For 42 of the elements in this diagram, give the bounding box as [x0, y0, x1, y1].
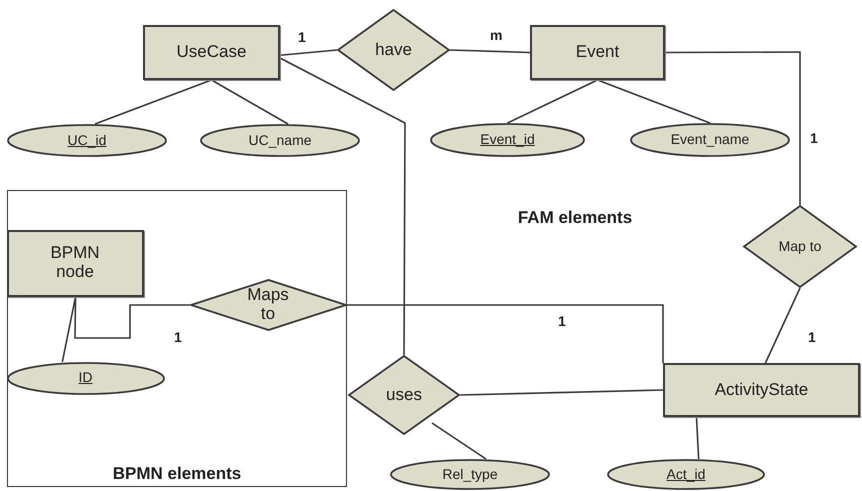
entity-box: [143, 25, 280, 80]
relationship-name: have: [375, 40, 412, 60]
relationship-name: uses: [386, 386, 422, 404]
connector-line: [764, 288, 801, 364]
entity-name: ActivityState: [714, 380, 808, 400]
entity-name: Event: [576, 43, 620, 62]
connector-line: [62, 296, 76, 362]
group-frame: [7, 190, 347, 487]
entity-box: [530, 25, 665, 80]
cardinality-label: 1: [172, 330, 184, 344]
entity-box: [6, 230, 144, 296]
connector-line: [665, 51, 801, 205]
connector-line: [432, 422, 486, 460]
connector-line: [74, 296, 190, 339]
region-label: FAM elements: [516, 208, 634, 228]
relationship-name: Maps to: [246, 286, 290, 324]
connector-line: [94, 79, 212, 125]
connector-line: [280, 49, 338, 56]
entity-name: UseCase: [176, 43, 246, 62]
connector-line: [280, 57, 406, 355]
attribute-name: ID: [78, 370, 92, 386]
connector-line: [597, 79, 710, 124]
group-title: BPMN elements: [112, 465, 242, 484]
connector-line: [460, 389, 664, 396]
entity-name: BPMN node: [49, 244, 101, 282]
connector-line: [347, 304, 664, 363]
cardinality-label: 1: [806, 330, 818, 344]
attribute-name: Event_id: [480, 132, 535, 148]
attribute-name: UC_id: [68, 132, 106, 148]
attribute-name: Rel_type: [442, 466, 498, 482]
cardinality-label: 1: [808, 131, 820, 145]
attribute-name: Act_id: [666, 466, 706, 482]
attribute-name: Event_name: [670, 132, 750, 148]
attribute-name: UC_name: [248, 132, 312, 148]
connector-line: [696, 416, 700, 460]
connector-line: [450, 49, 530, 54]
connector-line: [211, 79, 288, 125]
cardinality-label: 1: [556, 314, 568, 328]
connector-line: [507, 79, 598, 124]
relationship-name: Map to: [778, 238, 822, 254]
cardinality-label: 1: [296, 30, 308, 44]
entity-box: [663, 363, 860, 417]
